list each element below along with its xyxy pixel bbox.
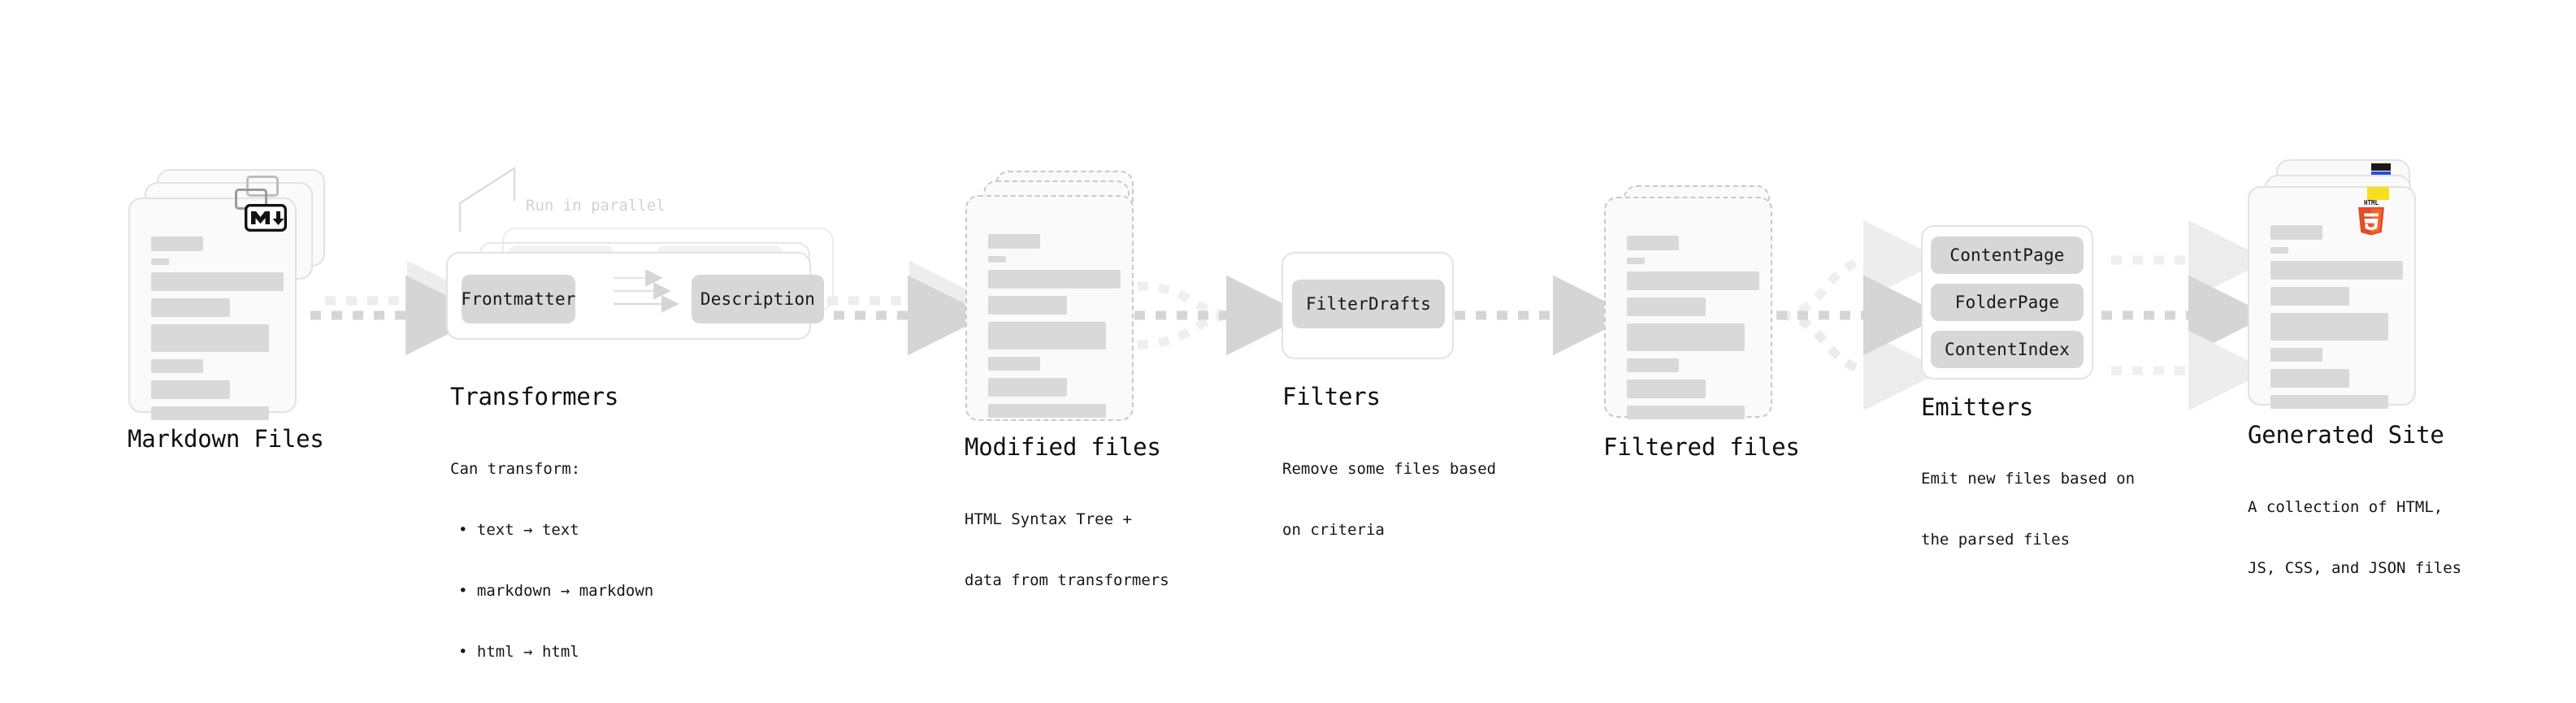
site-card-front (2248, 186, 2416, 409)
transformers-title: Transformers (450, 383, 619, 410)
emitters-subtitle: Emit new files based on the parsed files (1921, 428, 2135, 591)
transformers-subtitle-item-0: • text → text (458, 521, 579, 539)
arrow-filtered-to-emitters (1776, 219, 1944, 411)
js-icon (2367, 187, 2389, 200)
generated-site-subtitle-line-1: JS, CSS, and JSON files (2248, 559, 2462, 577)
modified-files-title: Modified files (965, 433, 1161, 461)
emitter-chip-contentindex[interactable]: ContentIndex (1931, 331, 2084, 368)
transformers-inner-arrows (614, 269, 679, 313)
generated-site-title: Generated Site (2248, 421, 2444, 449)
markdown-card-front (128, 197, 297, 420)
css-icon (2371, 163, 2391, 175)
emitter-chip-folderpage[interactable]: FolderPage (1931, 284, 2084, 321)
emitters-title: Emitters (1921, 393, 2034, 421)
transformers-subtitle: Can transform: • text → text • markdown … (450, 419, 653, 703)
emitters-subtitle-line-1: the parsed files (1921, 531, 2071, 549)
filters-subtitle-line-0: Remove some files based (1282, 460, 1497, 478)
markdown-files-title: Markdown Files (128, 425, 324, 453)
markdown-icon-back-2 (246, 176, 279, 197)
arrow-transformers-to-modified (813, 260, 990, 356)
arrow-modified-to-filters (1134, 275, 1307, 356)
filtered-card-front (1604, 197, 1772, 419)
arrow-emitters-to-site (2101, 219, 2269, 411)
transformers-subtitle-heading: Can transform: (450, 460, 581, 478)
html5-icon: HTML (2358, 199, 2384, 236)
generated-site-subtitle-line-0: A collection of HTML, (2248, 498, 2444, 516)
emitter-chip-contentpage[interactable]: ContentPage (1931, 237, 2084, 274)
arrow-markdown-to-transformers (310, 260, 488, 356)
modified-files-subtitle-line-1: data from transformers (965, 571, 1169, 589)
filters-subtitle: Remove some files based on criteria (1282, 419, 1496, 581)
transformers-subtitle-item-2: • html → html (458, 643, 579, 661)
modified-card-front (965, 195, 1134, 421)
svg-text:HTML: HTML (2364, 199, 2379, 206)
generated-site-subtitle: A collection of HTML, JS, CSS, and JSON … (2248, 457, 2461, 619)
modified-files-subtitle-line-0: HTML Syntax Tree + (965, 510, 1132, 528)
filters-title: Filters (1282, 383, 1381, 410)
filters-subtitle-line-1: on criteria (1282, 521, 1385, 539)
pipeline-diagram: Markdown Files Frontmatter Description R… (128, 159, 2461, 661)
transformer-chip-frontmatter[interactable]: Frontmatter (461, 275, 575, 323)
arrows-layer (310, 166, 2269, 411)
run-in-parallel-annotation: Run in parallel (526, 197, 666, 215)
filter-chip-filterdrafts[interactable]: FilterDrafts (1292, 280, 1445, 328)
markdown-icon (245, 204, 287, 232)
run-in-parallel-leader (458, 166, 516, 232)
filtered-files-title: Filtered files (1603, 433, 1800, 461)
modified-files-subtitle: HTML Syntax Tree + data from transformer… (965, 469, 1169, 631)
transformers-subtitle-item-1: • markdown → markdown (458, 582, 654, 600)
transformer-chip-description[interactable]: Description (692, 275, 824, 323)
emitters-subtitle-line-0: Emit new files based on (1921, 470, 2136, 488)
